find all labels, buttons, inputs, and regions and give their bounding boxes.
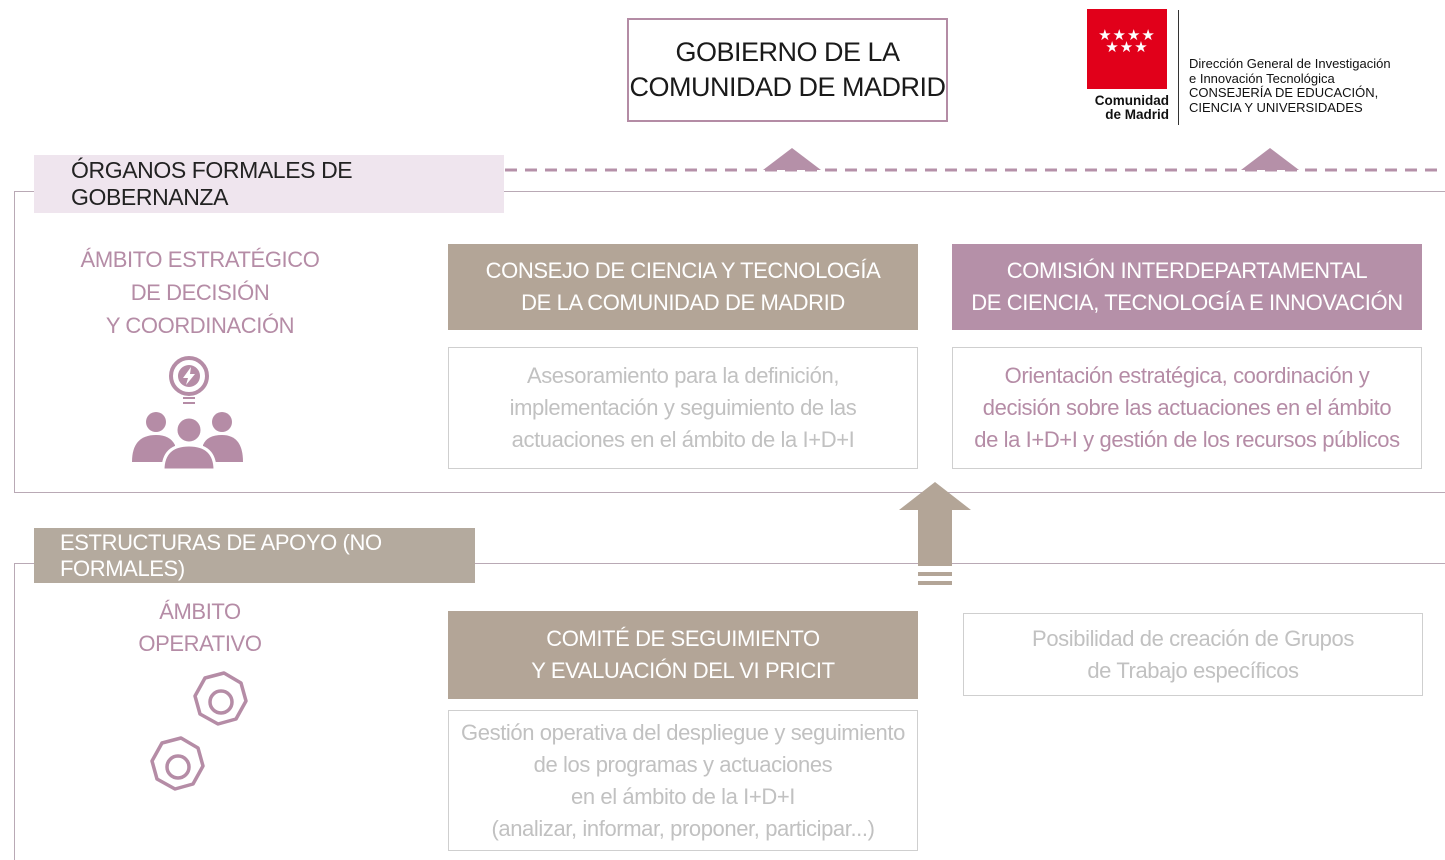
logo-divider (1178, 10, 1179, 125)
up-arrow-icon (899, 482, 971, 585)
comision-description: Orientación estratégica, coordinación y … (952, 347, 1422, 469)
government-title-line-2: COMUNIDAD DE MADRID (629, 72, 946, 102)
gears-icon (150, 671, 248, 791)
government-box: GOBIERNO DE LA COMUNIDAD DE MADRID (627, 18, 948, 122)
consejo-header: CONSEJO DE CIENCIA Y TECNOLOGÍA DE LA CO… (448, 244, 918, 330)
frame2-left (14, 563, 15, 860)
madrid-flag-logo (1087, 9, 1167, 89)
comision-header: COMISIÓN INTERDEPARTAMENTAL DE CIENCIA, … (952, 244, 1422, 330)
section-tab-support: ESTRUCTURAS DE APOYO (NO FORMALES) (34, 528, 475, 583)
consejo-description: Asesoramiento para la definición, implem… (448, 347, 918, 469)
frame2-top-left (14, 563, 34, 564)
up-cap-left (763, 148, 821, 170)
grupos-description: Posibilidad de creación de Grupos de Tra… (963, 613, 1423, 696)
up-cap-right (1241, 148, 1299, 170)
logo-department-text: Dirección General de Investigación e Inn… (1189, 56, 1391, 115)
ambit-operative-label: ÁMBITO OPERATIVO (138, 599, 262, 656)
frame-bottom (14, 492, 1445, 493)
section-label-support: ESTRUCTURAS DE APOYO (NO FORMALES) (60, 529, 382, 581)
frame-left (14, 191, 15, 492)
frame2-top-right (475, 563, 1445, 564)
logo-wordmark: Comunidad de Madrid (1094, 93, 1169, 122)
section-tab-formal: ÓRGANOS FORMALES DE GOBERNANZA (34, 155, 504, 213)
frame-top-right (504, 191, 1445, 192)
frame-top-left (14, 191, 34, 192)
comite-description: Gestión operativa del despliegue y segui… (448, 710, 918, 851)
ambit-strategic-label: ÁMBITO ESTRATÉGICO DE DECISIÓN Y COORDIN… (80, 247, 320, 338)
section-label-formal: ÓRGANOS FORMALES DE GOBERNANZA (71, 157, 353, 210)
government-title-line-1: GOBIERNO DE LA (675, 36, 900, 67)
comite-header: COMITÉ DE SEGUIMIENTO Y EVALUACIÓN DEL V… (448, 611, 918, 699)
stars-icon: ★★★★★★★ (1098, 27, 1156, 56)
people-lightbulb-icon (132, 356, 243, 472)
